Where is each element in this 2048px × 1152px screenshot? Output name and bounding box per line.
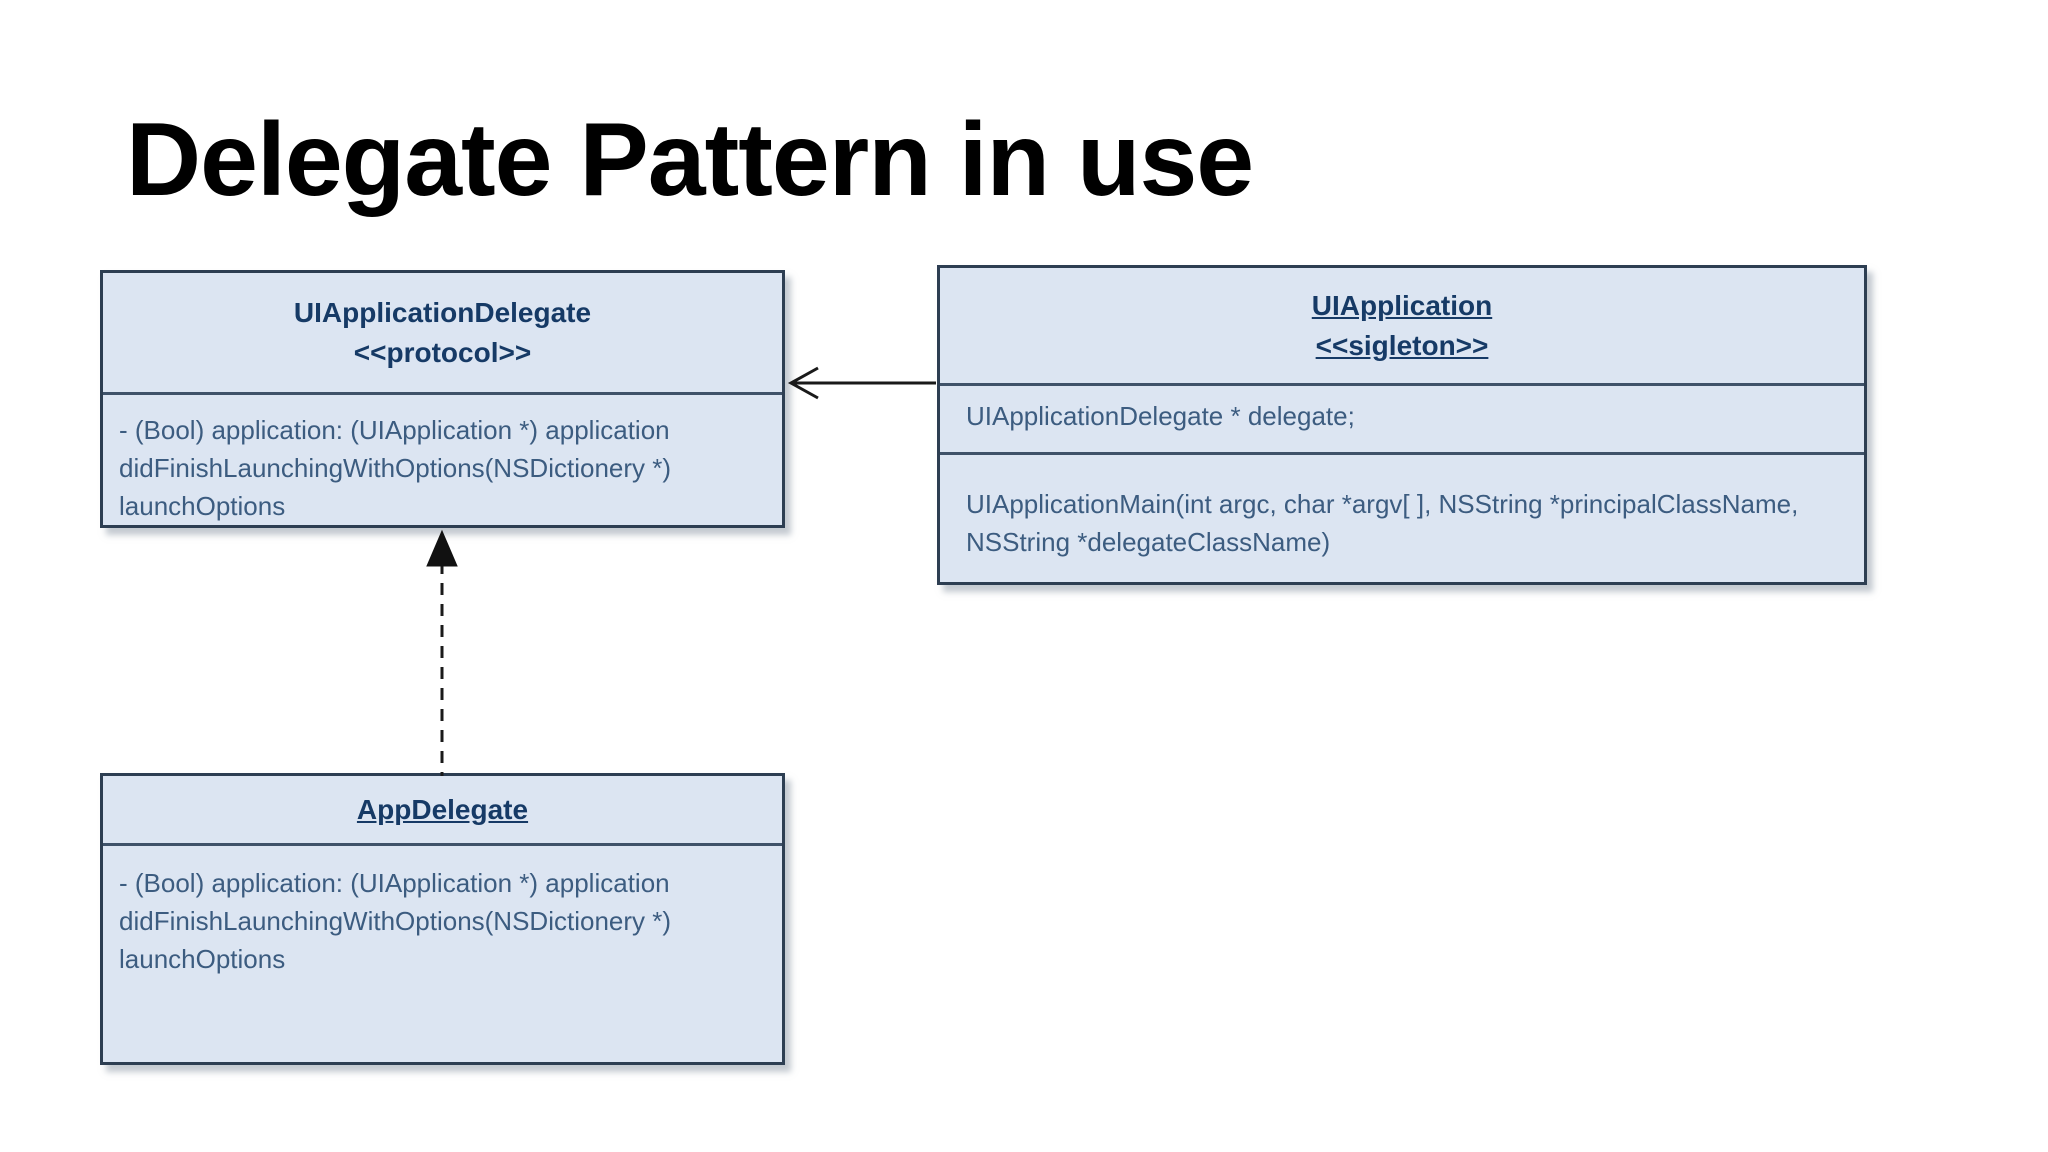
class-stereotype: <<sigleton>>: [1315, 329, 1489, 361]
method-line: launchOptions: [119, 944, 286, 974]
method-line: UIApplicationMain(int argc, char *argv[ …: [966, 489, 1799, 519]
class-title: UIApplication: [1311, 289, 1493, 321]
class-methods-appdelegate: - (Bool) application: (UIApplication *) …: [103, 843, 782, 1062]
class-box-uiapplicationdelegate: UIApplicationDelegate <<protocol>> - (Bo…: [100, 270, 785, 528]
class-fields-uiapplication: UIApplicationDelegate * delegate;: [940, 383, 1864, 452]
field-line: UIApplicationDelegate * delegate;: [966, 401, 1355, 431]
class-title: AppDelegate: [356, 793, 529, 825]
class-stereotype: <<protocol>>: [353, 336, 532, 368]
method-line: launchOptions: [119, 491, 286, 521]
method-line: didFinishLaunchingWithOptions(NSDictione…: [119, 453, 672, 483]
realization-arrow-appdelegate-to-protocol: [426, 529, 458, 776]
class-header-appdelegate: AppDelegate: [103, 776, 782, 843]
association-arrow-uiapplication-to-protocol: [787, 366, 936, 400]
class-methods-uiapplication: UIApplicationMain(int argc, char *argv[ …: [940, 452, 1864, 582]
class-box-appdelegate: AppDelegate - (Bool) application: (UIApp…: [100, 773, 785, 1065]
method-line: didFinishLaunchingWithOptions(NSDictione…: [119, 906, 672, 936]
class-header-uiapplicationdelegate: UIApplicationDelegate <<protocol>>: [103, 273, 782, 392]
class-header-uiapplication: UIApplication <<sigleton>>: [940, 268, 1864, 383]
class-methods-uiapplicationdelegate: - (Bool) application: (UIApplication *) …: [103, 392, 782, 528]
method-line: NSString *delegateClassName): [966, 527, 1331, 557]
slide-title: Delegate Pattern in use: [126, 102, 1254, 218]
class-box-uiapplication: UIApplication <<sigleton>> UIApplication…: [937, 265, 1867, 585]
class-title: UIApplicationDelegate: [293, 296, 592, 328]
method-line: - (Bool) application: (UIApplication *) …: [119, 415, 670, 445]
method-line: - (Bool) application: (UIApplication *) …: [119, 868, 670, 898]
